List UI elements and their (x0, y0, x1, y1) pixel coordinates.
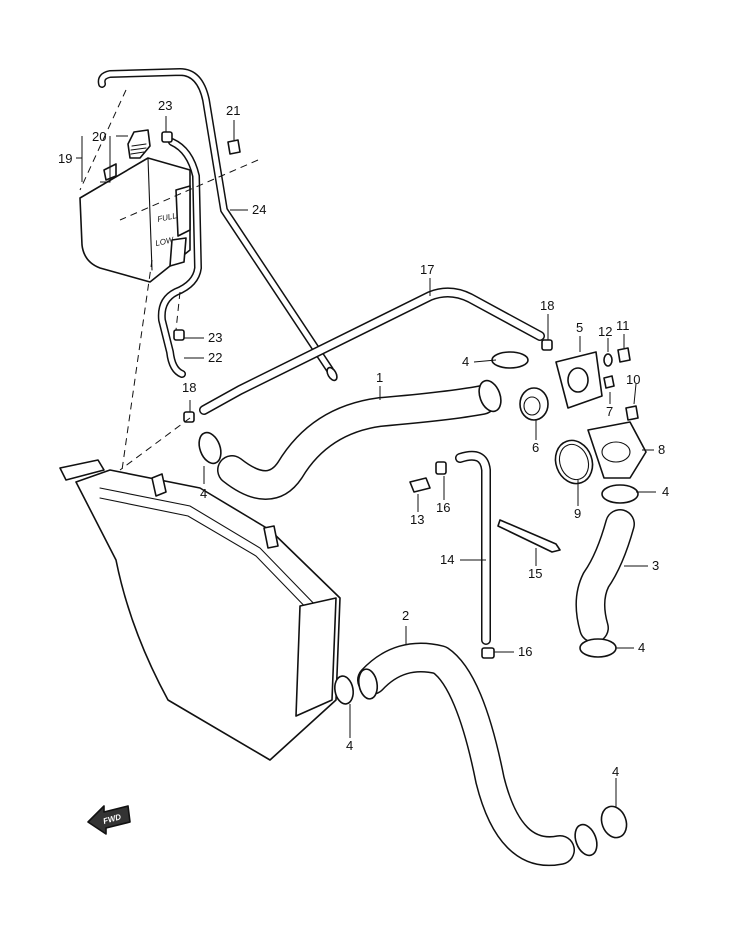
reservoir-hose (157, 138, 202, 378)
clip-18-top (541, 339, 553, 351)
callout-3: 3 (652, 558, 659, 573)
forward-direction-arrow: FWD (87, 805, 131, 835)
callout-4-a: 4 (462, 354, 469, 369)
reservoir-tank: FULL LOW (79, 157, 191, 283)
clip-16-top (435, 461, 447, 475)
radiator-outlet-hose (357, 642, 598, 867)
callout-labels: 1 2 3 4 4 4 4 4 4 5 6 7 8 9 10 11 12 13 … (58, 98, 669, 779)
overflow-hose (97, 68, 338, 382)
joint-13 (409, 477, 431, 493)
callout-6: 6 (532, 440, 539, 455)
callout-15: 15 (528, 566, 542, 581)
callout-21: 21 (226, 103, 240, 118)
reservoir-cap (127, 129, 151, 159)
callout-11: 11 (616, 318, 630, 333)
bolt-10 (625, 405, 639, 421)
callout-4-b: 4 (200, 486, 207, 501)
radiator-inlet-hose (217, 379, 502, 500)
hose-clip-upper (161, 131, 173, 143)
band-15 (497, 519, 561, 553)
thermostat-case (587, 421, 647, 479)
callout-22: 22 (208, 350, 222, 365)
hose-clamp-d (579, 638, 617, 658)
thermostat (519, 387, 549, 421)
bolt-11 (617, 347, 631, 363)
tank-bolt (227, 139, 241, 155)
callout-16-a: 16 (436, 500, 450, 515)
hose-clamp-b (198, 431, 222, 465)
callout-13: 13 (410, 512, 424, 527)
tank-full-mark: FULL (157, 211, 178, 224)
air-bleed-pipe (455, 450, 491, 645)
o-ring (554, 439, 594, 485)
callout-18-a: 18 (540, 298, 554, 313)
callout-18-b: 18 (182, 380, 196, 395)
bolt-7 (603, 375, 615, 389)
assembly-guide-lines (79, 89, 259, 471)
hose-clamp-e (334, 675, 354, 705)
callout-1: 1 (376, 370, 383, 385)
clip-18-left (183, 411, 195, 423)
tank-low-mark: LOW (155, 235, 176, 248)
callout-24: 24 (252, 202, 266, 217)
callout-4-f: 4 (612, 764, 619, 779)
callout-4-c: 4 (662, 484, 669, 499)
callout-20: 20 (92, 129, 106, 144)
hose-clip-lower (173, 329, 185, 341)
hose-clamp-c (601, 484, 639, 504)
thermostat-hose (575, 509, 635, 643)
radiator (59, 459, 341, 761)
callout-14: 14 (440, 552, 454, 567)
hose-clamp-f (600, 805, 628, 839)
callout-4-e: 4 (346, 738, 353, 753)
callout-5: 5 (576, 320, 583, 335)
leader-lines (76, 116, 656, 808)
callout-8: 8 (658, 442, 665, 457)
callout-17: 17 (420, 262, 434, 277)
callout-16-b: 16 (518, 644, 532, 659)
callout-23-b: 23 (208, 330, 222, 345)
callout-12: 12 (598, 324, 612, 339)
thermostat-cover (555, 351, 603, 409)
callout-2: 2 (402, 608, 409, 623)
clip-16-bottom (481, 647, 495, 659)
callout-19: 19 (58, 151, 72, 166)
callout-7: 7 (606, 404, 613, 419)
callout-9: 9 (574, 506, 581, 521)
washer-12 (603, 353, 613, 367)
callout-23-a: 23 (158, 98, 172, 113)
callout-10: 10 (626, 372, 640, 387)
hose-clamp-a (491, 351, 529, 369)
callout-4-d: 4 (638, 640, 645, 655)
